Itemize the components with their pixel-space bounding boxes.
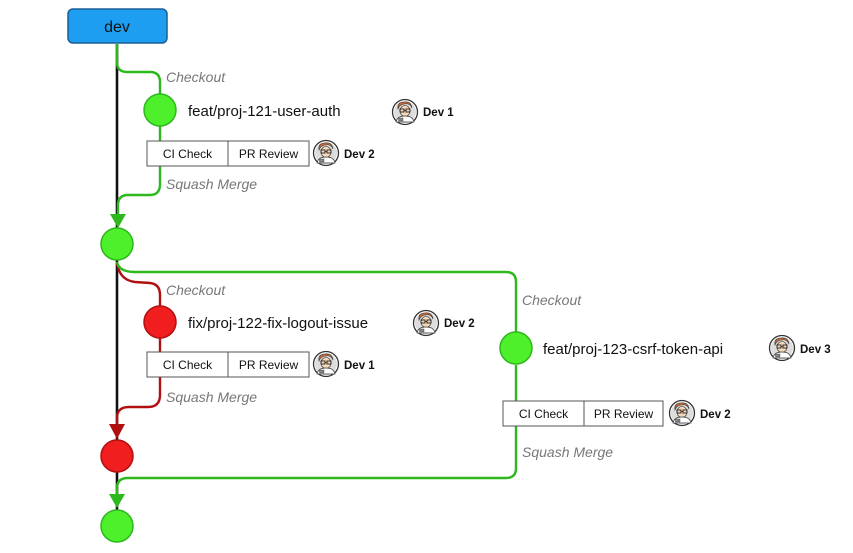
branch-123-node[interactable] [499,331,533,365]
branch-121-checkout-line [115,44,162,95]
ci-check-button[interactable]: CI Check [519,407,569,421]
branch-121-name: feat/proj-121-user-auth [188,103,341,120]
branch-122-merge-line [115,338,162,428]
branch-122-checkout-line [115,261,162,306]
branch-122-merge-label: Squash Merge [166,389,257,405]
pr-review-button[interactable]: PR Review [594,407,654,421]
branch-121-merge-arrow [110,214,126,228]
branch-121-checks-box [146,140,310,167]
branch-121-merge-line [116,126,162,218]
branch-123-name: feat/proj-123-csrf-token-api [543,341,723,358]
branch-123-checkout-line [115,261,518,332]
branch-123-merge-label: Squash Merge [522,444,613,460]
branch-121-owner: Dev 1 [423,107,454,119]
main-commit-node-2[interactable] [100,439,134,473]
developer-avatar-icon [312,139,340,167]
developer-avatar-icon [391,98,419,126]
developer-avatar-icon [312,350,340,378]
branch-122-checkout-label: Checkout [166,282,226,298]
branch-123-merge-arrow [109,494,125,508]
branch-123-owner: Dev 3 [800,344,831,356]
pr-review-button[interactable]: PR Review [239,147,299,161]
developer-avatar-icon [768,334,796,362]
developer-avatar-icon [668,399,696,427]
branch-121-node[interactable] [143,93,177,127]
branch-122-merge-arrow [109,424,125,439]
branch-121-merge-label: Squash Merge [166,176,257,192]
branch-122-name: fix/proj-122-fix-logout-issue [188,315,368,332]
branch-122-node[interactable] [143,305,177,339]
root-branch-node[interactable] [67,8,168,44]
branch-122-reviewer: Dev 1 [344,360,375,372]
main-commit-node-1[interactable] [100,227,134,261]
branch-122-checks-box [146,351,310,378]
branch-122-owner: Dev 2 [444,318,475,330]
branch-123-checks-box [502,400,664,427]
branch-123-checkout-label: Checkout [522,292,582,308]
developer-avatar-icon [412,309,440,337]
branch-123-reviewer: Dev 2 [700,409,731,421]
ci-check-button[interactable]: CI Check [163,147,213,161]
branch-121-reviewer: Dev 2 [344,149,375,161]
main-commit-node-3[interactable] [100,509,134,543]
pr-review-button[interactable]: PR Review [239,358,299,372]
branch-123-merge-line [115,365,518,498]
branch-121-checkout-label: Checkout [166,69,226,85]
ci-check-button[interactable]: CI Check [163,358,213,372]
root-branch-label: dev [104,19,130,36]
